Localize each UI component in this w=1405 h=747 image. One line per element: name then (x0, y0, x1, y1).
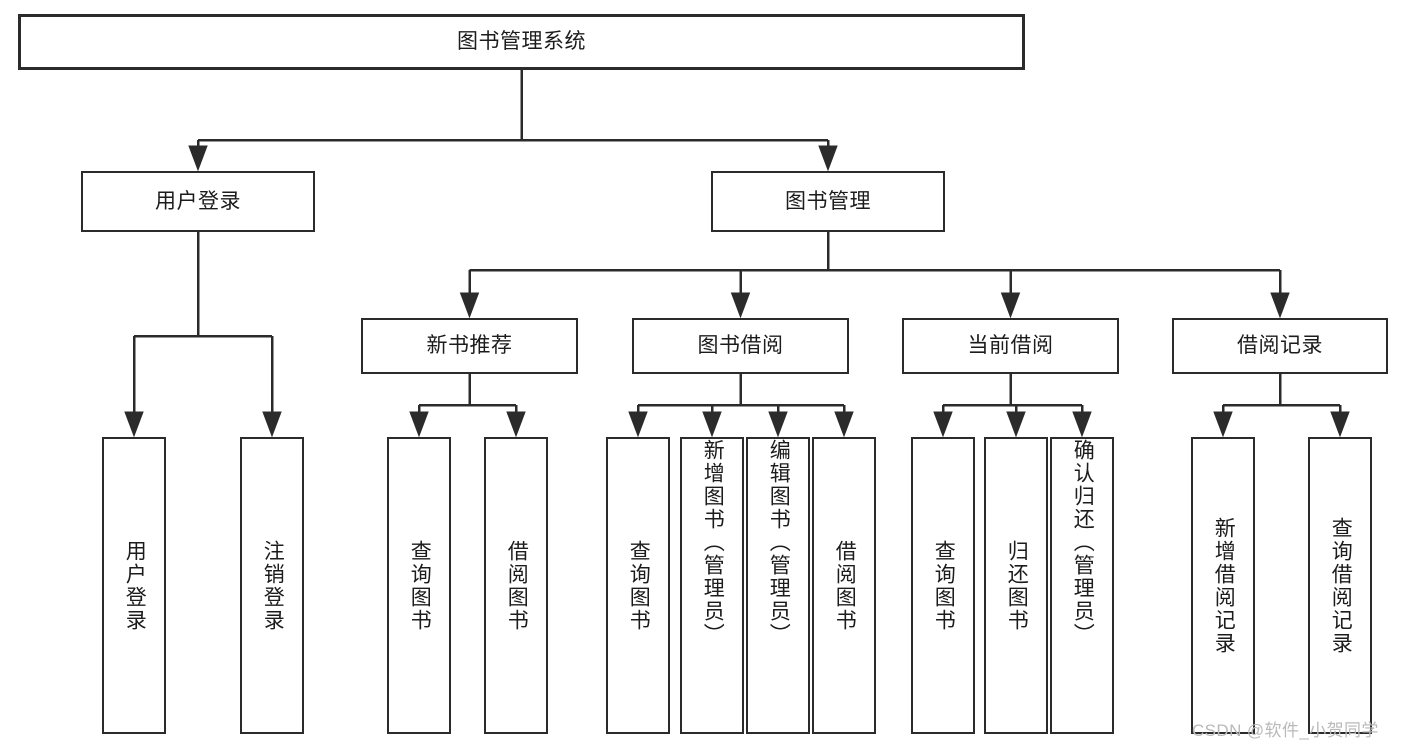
node-label: 新书推荐 (426, 334, 513, 358)
connector-arrowhead-icon (124, 411, 144, 438)
node-label: 归还图书 (1005, 539, 1029, 632)
node-label: 编辑图书（管理员） (767, 439, 791, 646)
connector-arrowhead-icon (702, 411, 722, 438)
node-label: 图书管理 (785, 189, 871, 213)
node-root[interactable]: 图书管理系统 (18, 14, 1025, 70)
node-records[interactable]: 借阅记录 (1172, 318, 1388, 374)
node-leaf-bor-1[interactable]: 查询图书 (606, 437, 670, 734)
connector-arrowhead-icon (1072, 411, 1092, 438)
node-leaf-login-2[interactable]: 注销登录 (240, 437, 304, 734)
connector-arrowhead-icon (1000, 292, 1021, 319)
connector-arrowhead-icon (262, 411, 282, 438)
node-leaf-rec-1[interactable]: 新增借阅记录 (1191, 437, 1255, 734)
connector-arrowhead-icon (1006, 411, 1026, 438)
node-label: 新增借阅记录 (1212, 516, 1236, 655)
node-label: 查询借阅记录 (1329, 516, 1353, 655)
node-leaf-bor-2[interactable]: 新增图书（管理员） (680, 437, 744, 734)
node-label: 查询图书 (932, 539, 956, 632)
connector-arrowhead-icon (933, 411, 953, 438)
node-label: 查询图书 (408, 539, 432, 632)
connector-arrowhead-icon (1270, 292, 1290, 319)
node-label: 图书借阅 (697, 334, 784, 358)
node-current[interactable]: 当前借阅 (902, 318, 1119, 374)
node-leaf-bor-4[interactable]: 借阅图书 (812, 437, 876, 734)
node-leaf-cur-3[interactable]: 确认归还（管理员） (1050, 437, 1114, 734)
node-leaf-new-1[interactable]: 查询图书 (387, 437, 451, 734)
node-login[interactable]: 用户登录 (81, 171, 315, 232)
node-label: 借阅图书 (505, 539, 529, 632)
node-leaf-rec-2[interactable]: 查询借阅记录 (1308, 437, 1372, 734)
connector-arrowhead-icon (1213, 411, 1233, 438)
node-leaf-new-2[interactable]: 借阅图书 (484, 437, 548, 734)
node-label: 借阅图书 (833, 539, 857, 632)
node-label: 新增图书（管理员） (701, 439, 725, 646)
node-label: 借阅记录 (1237, 334, 1323, 358)
node-bookmgmt[interactable]: 图书管理 (711, 171, 945, 232)
connector-arrowhead-icon (409, 411, 429, 438)
connector-arrowhead-icon (1330, 411, 1350, 438)
connector-arrowhead-icon (188, 145, 208, 172)
node-newbook[interactable]: 新书推荐 (361, 318, 578, 374)
connector-arrowhead-icon (628, 411, 648, 438)
node-label: 查询图书 (627, 539, 651, 632)
node-label: 图书管理系统 (457, 30, 586, 54)
connector-arrowhead-icon (459, 292, 480, 319)
connector-arrowhead-icon (506, 411, 526, 438)
node-label: 用户登录 (155, 189, 241, 213)
connector-arrowhead-icon (818, 145, 838, 172)
node-label: 用户登录 (123, 539, 147, 632)
connector-arrowhead-icon (730, 292, 751, 319)
node-label: 当前借阅 (967, 334, 1054, 358)
connector-arrowhead-icon (768, 411, 788, 438)
node-leaf-bor-3[interactable]: 编辑图书（管理员） (746, 437, 810, 734)
node-leaf-cur-2[interactable]: 归还图书 (984, 437, 1048, 734)
node-leaf-cur-1[interactable]: 查询图书 (911, 437, 975, 734)
node-label: 注销登录 (261, 539, 285, 632)
node-label: 确认归还（管理员） (1071, 439, 1095, 646)
connector-arrowhead-icon (834, 411, 854, 438)
node-leaf-login-1[interactable]: 用户登录 (102, 437, 166, 734)
node-borrow[interactable]: 图书借阅 (632, 318, 849, 374)
